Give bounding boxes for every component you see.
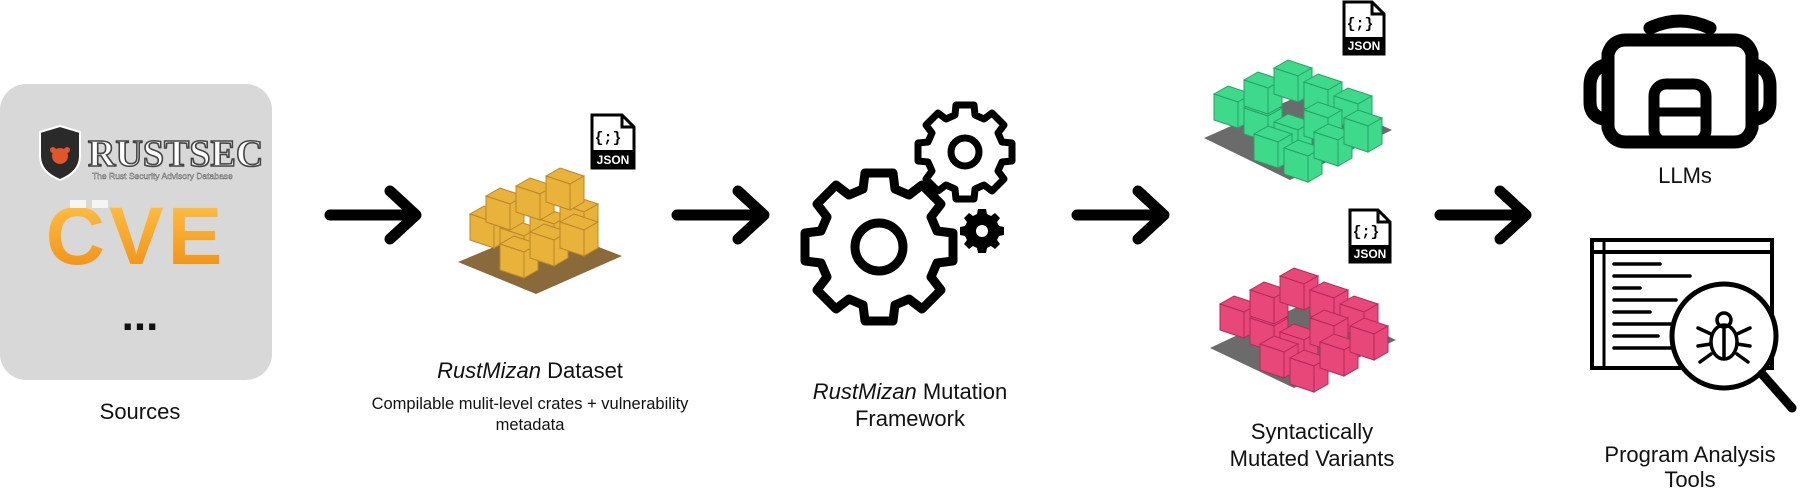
arrow-dataset-to-framework bbox=[671, 185, 770, 245]
llm-robot-icon bbox=[1583, 14, 1777, 149]
cve-logo: CVE bbox=[46, 191, 223, 282]
framework-caption-italic: RustMizan bbox=[812, 379, 917, 404]
variants-caption: Syntactically Mutated Variants bbox=[1180, 418, 1444, 472]
gear-small-icon bbox=[960, 209, 1004, 253]
json-glyph: {;} bbox=[594, 130, 621, 147]
variants-caption-line1: Syntactically bbox=[1250, 419, 1374, 444]
dataset-caption-italic: RustMizan bbox=[437, 358, 541, 383]
tools-caption-line1: Program Analysis bbox=[1604, 442, 1776, 467]
json-glyph: {;} bbox=[1352, 224, 1379, 241]
dataset-subcaption: Compilable mulit-level crates + vulnerab… bbox=[371, 395, 689, 434]
flow-arrows bbox=[324, 185, 1532, 245]
variants-caption-line2: Mutated Variants bbox=[1229, 446, 1395, 471]
dataset-crate-pallet bbox=[458, 167, 622, 294]
dataset-caption: RustMizan Dataset bbox=[380, 357, 680, 384]
program-analysis-icon bbox=[1590, 238, 1797, 413]
sources-panel: RUSTSEC The Rust Security Advisory Datab… bbox=[0, 84, 272, 380]
gear-large-icon bbox=[800, 168, 958, 326]
framework-caption-line2: Framework bbox=[854, 406, 965, 431]
sources-more: ... bbox=[122, 291, 159, 340]
pink-json-file-icon: {;} JSON bbox=[1348, 208, 1392, 264]
framework-caption: RustMizan Mutation Framework bbox=[760, 378, 1060, 432]
rustsec-logo: RUSTSEC The Rust Security Advisory Datab… bbox=[39, 124, 264, 181]
arrow-sources-to-dataset bbox=[324, 185, 422, 245]
dataset-caption-rest: Dataset bbox=[540, 358, 623, 383]
mutation-gears-icon bbox=[800, 101, 1016, 326]
json-label: JSON bbox=[1354, 247, 1387, 261]
tools-caption: Program Analysis Tools bbox=[1580, 442, 1800, 492]
gear-medium-icon bbox=[914, 101, 1016, 203]
framework-caption-line1: RustMizan Mutation bbox=[760, 378, 1060, 405]
rustsec-tagline: The Rust Security Advisory Database bbox=[92, 171, 233, 181]
arrow-framework-to-variants bbox=[1071, 185, 1170, 245]
bug-icon bbox=[1696, 311, 1752, 364]
llm-caption: LLMs bbox=[1658, 163, 1712, 188]
dataset-json-file-icon: {;} JSON bbox=[590, 113, 636, 170]
green-json-file-icon: {;} JSON bbox=[1342, 0, 1386, 56]
variant-pink-crate-pallet bbox=[1210, 267, 1396, 393]
json-glyph: {;} bbox=[1346, 16, 1373, 33]
json-label: JSON bbox=[1348, 39, 1381, 53]
magnifier-handle bbox=[1757, 369, 1797, 413]
sources-caption: Sources bbox=[99, 399, 181, 424]
arrow-variants-to-consumers bbox=[1434, 185, 1532, 245]
framework-caption-rest: Mutation bbox=[916, 379, 1008, 404]
variant-green-crate-pallet bbox=[1204, 59, 1392, 183]
ferris-crab-icon bbox=[52, 148, 68, 164]
tools-caption-line2: Tools bbox=[1664, 467, 1716, 492]
rustsec-title: RUSTSEC bbox=[88, 133, 263, 175]
json-label: JSON bbox=[597, 153, 630, 167]
